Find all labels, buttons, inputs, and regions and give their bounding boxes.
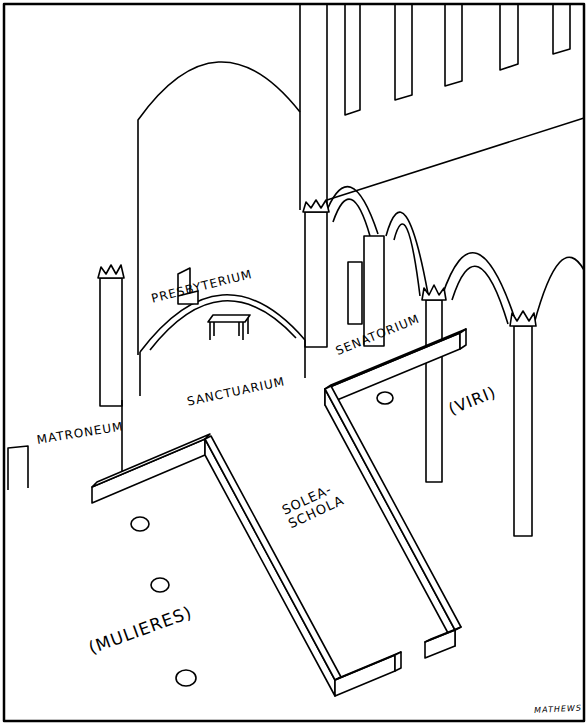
solea-wall <box>395 652 401 671</box>
arch <box>386 212 428 294</box>
column-base <box>377 392 393 404</box>
area-label: MATHEWS <box>534 704 582 716</box>
chancel-barrier <box>325 329 466 389</box>
solea-wall <box>205 439 335 696</box>
capital <box>303 200 329 212</box>
solea-wall <box>205 436 341 680</box>
area-label: MATRONEUM <box>36 420 125 447</box>
pier <box>305 212 327 347</box>
cornice-line <box>327 118 584 200</box>
column <box>514 326 532 536</box>
arch <box>325 187 378 234</box>
chancel-barrier <box>92 434 210 487</box>
platform-step <box>150 301 296 350</box>
window <box>553 4 570 54</box>
column-base <box>176 670 196 686</box>
column-base <box>131 517 149 531</box>
area-label: SOLEA-SCHOLA <box>280 475 356 532</box>
wall-edge <box>326 4 328 205</box>
arch <box>394 224 420 296</box>
pilaster <box>100 278 122 406</box>
area-label: SANCTUARIUM <box>186 375 286 409</box>
solea-wall <box>325 389 455 646</box>
area-label: SENATORIUM <box>334 313 422 359</box>
column <box>426 300 442 482</box>
column-base <box>151 578 169 592</box>
area-label: (MULIERES) <box>86 603 195 659</box>
arch <box>452 266 508 324</box>
solea-wall <box>425 627 461 642</box>
area-label: (VIRI) <box>446 383 499 419</box>
frame <box>4 4 584 721</box>
capital <box>510 311 536 326</box>
altar <box>208 315 250 322</box>
barrier-return <box>139 352 141 396</box>
barrier-return <box>304 340 306 378</box>
capital <box>422 285 446 300</box>
altar <box>210 318 248 340</box>
arch <box>333 199 370 236</box>
apse-arch <box>138 62 300 355</box>
solea-wall <box>335 652 401 680</box>
chancel-barrier <box>460 329 466 349</box>
area-label: PRESBYTERIUM <box>150 268 254 306</box>
solea-wall <box>425 630 455 658</box>
barrier-return <box>121 400 123 476</box>
solea-wall <box>325 386 461 630</box>
window <box>345 4 360 115</box>
window <box>395 4 412 100</box>
chancel-barrier <box>92 439 205 503</box>
wall-edge <box>299 4 301 210</box>
door <box>8 446 28 490</box>
doorway <box>348 262 362 324</box>
window <box>500 4 518 70</box>
window <box>445 4 462 86</box>
capital <box>98 265 124 278</box>
arch <box>534 257 584 324</box>
arch <box>442 253 516 322</box>
